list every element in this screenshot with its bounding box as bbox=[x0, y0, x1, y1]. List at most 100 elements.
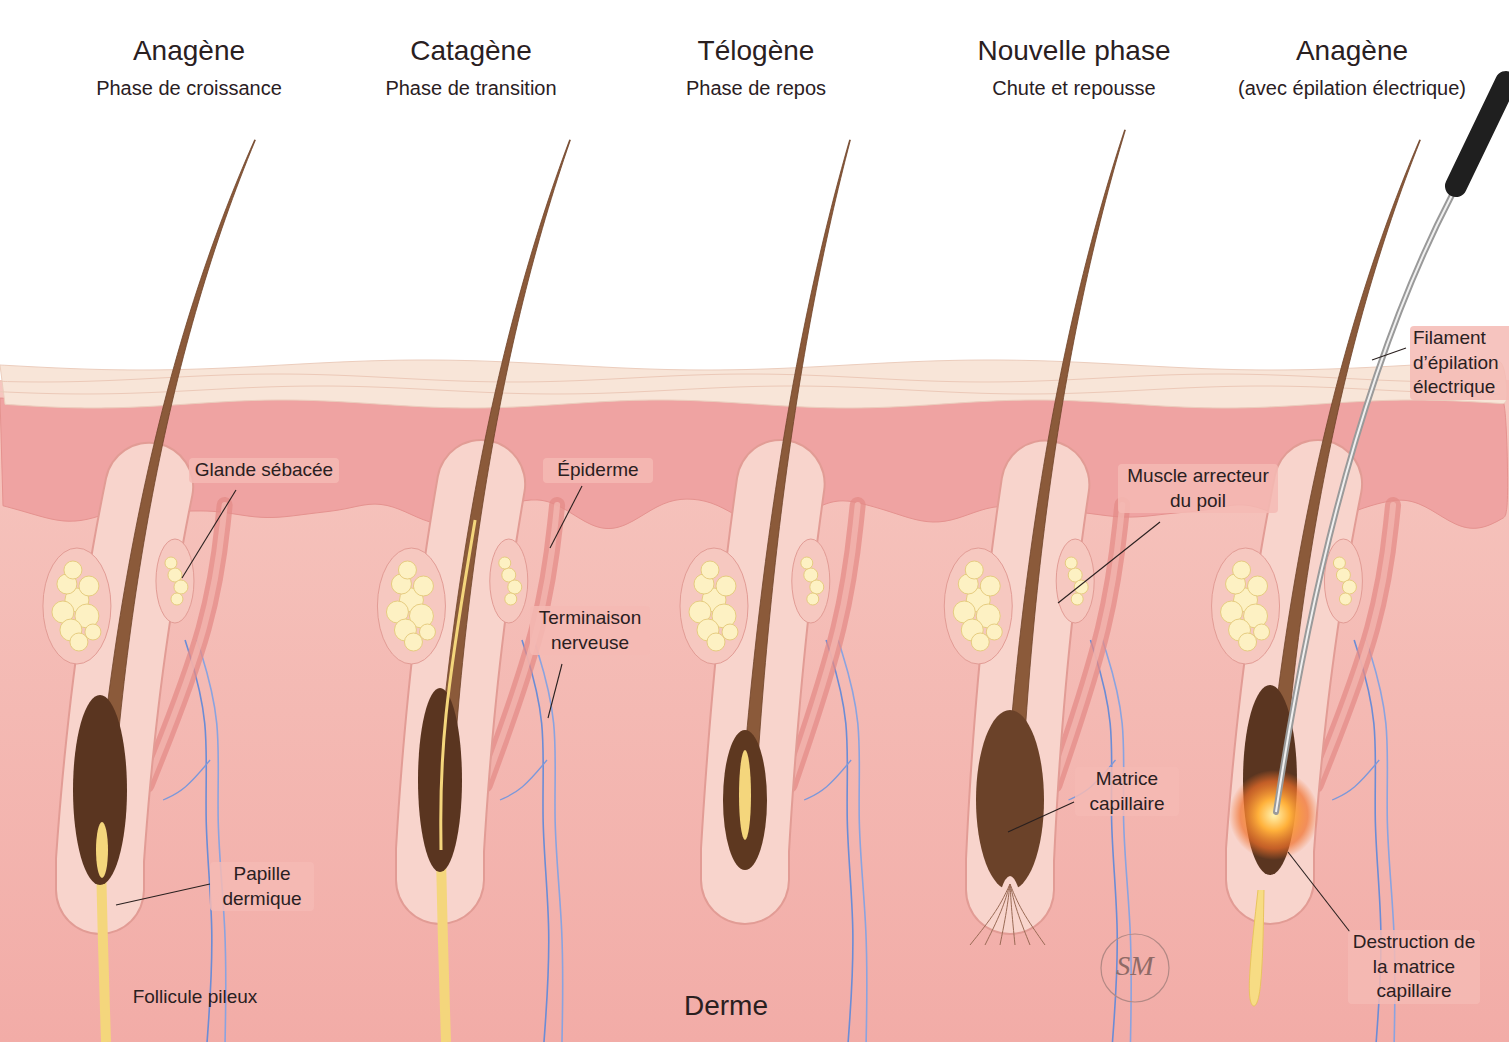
part-label: Destruction de la matrice capillaire bbox=[1348, 930, 1480, 1004]
dermal-papilla bbox=[96, 822, 108, 878]
gland-pouch bbox=[156, 539, 194, 623]
root-fiber bbox=[970, 884, 1010, 945]
nerve-fiber bbox=[1102, 640, 1131, 1042]
sebaceous-lobe bbox=[79, 576, 99, 596]
leader-line bbox=[550, 486, 582, 548]
gland-pouch bbox=[792, 539, 830, 623]
phase-title: Télogène bbox=[626, 33, 886, 69]
hair-shaft bbox=[739, 140, 851, 834]
part-label: Papille dermique bbox=[210, 862, 314, 911]
root-fiber bbox=[985, 884, 1010, 945]
sebaceous-lobe bbox=[1233, 561, 1251, 579]
sebaceous-lobe bbox=[1342, 580, 1356, 594]
part-label: Filament d’épilation électrique bbox=[1410, 326, 1509, 400]
skin-line bbox=[0, 386, 1500, 394]
gland-pouch bbox=[43, 548, 111, 664]
phase-subtitle: Phase de transition bbox=[341, 75, 601, 101]
electric-glow bbox=[1229, 770, 1319, 860]
phase-subtitle: (avec épilation électrique) bbox=[1207, 75, 1497, 101]
nerve-branch bbox=[163, 760, 210, 800]
phase-title: Anagène bbox=[59, 33, 319, 69]
sebaceous-lobe bbox=[404, 633, 422, 651]
gland-pouch bbox=[1324, 539, 1362, 623]
leader-line bbox=[1288, 852, 1350, 932]
phase-title: Catagène bbox=[341, 33, 601, 69]
nerve-fiber bbox=[534, 640, 563, 1042]
part-label: Épiderme bbox=[543, 458, 653, 483]
sebaceous-lobe bbox=[419, 624, 435, 640]
gland-pouch bbox=[680, 548, 748, 664]
gland-pouch bbox=[944, 548, 1012, 664]
sebaceous-lobe bbox=[965, 561, 983, 579]
watermark-ring bbox=[1101, 934, 1169, 1002]
leader-lines bbox=[116, 348, 1406, 932]
gland-pouch bbox=[1056, 539, 1094, 623]
part-label: Muscle arrecteur du poil bbox=[1118, 464, 1278, 513]
sebaceous-lobe bbox=[1339, 593, 1351, 605]
phase-title: Nouvelle phase bbox=[944, 33, 1204, 69]
papilla-core bbox=[441, 520, 475, 850]
nerve-fiber bbox=[522, 640, 549, 1042]
part-label: Follicule pileux bbox=[115, 985, 275, 1010]
root-fiber bbox=[1010, 884, 1030, 945]
nerve-branch bbox=[804, 760, 851, 800]
sebaceous-lobe bbox=[505, 593, 517, 605]
sebaceous-lobe bbox=[1333, 557, 1345, 569]
probe-wire bbox=[1276, 195, 1452, 812]
sebaceous-lobe bbox=[1239, 633, 1257, 651]
part-label: Matrice capillaire bbox=[1075, 767, 1179, 816]
follicle-new bbox=[944, 130, 1131, 1042]
sebaceous-lobe bbox=[64, 561, 82, 579]
leader-line bbox=[548, 664, 562, 718]
nerve-fiber bbox=[826, 640, 853, 1042]
sebaceous-lobe bbox=[707, 633, 725, 651]
sebaceous-lobe bbox=[971, 633, 989, 651]
root-fiber bbox=[1010, 884, 1045, 945]
watermark: SM bbox=[1105, 948, 1165, 984]
sebaceous-lobe bbox=[413, 576, 433, 596]
sebaceous-lobe bbox=[810, 580, 824, 594]
nerve-branch bbox=[1332, 760, 1379, 800]
region-label: Derme bbox=[666, 988, 786, 1024]
sebaceous-lobe bbox=[807, 593, 819, 605]
leader-line bbox=[1372, 348, 1406, 360]
club-hair bbox=[723, 730, 767, 870]
sebaceous-lobe bbox=[165, 557, 177, 569]
sebaceous-lobe bbox=[499, 557, 511, 569]
nerve-fiber bbox=[838, 640, 867, 1042]
sebaceous-lobe bbox=[986, 624, 1002, 640]
gland-pouch bbox=[377, 548, 445, 664]
probe-wire-sheen bbox=[1276, 195, 1452, 812]
nerve-fiber bbox=[197, 640, 226, 1042]
follicle-catagen bbox=[377, 140, 570, 1042]
phase-subtitle: Chute et repousse bbox=[944, 75, 1204, 101]
phase-subtitle: Phase de croissance bbox=[59, 75, 319, 101]
sebaceous-lobe bbox=[716, 576, 736, 596]
nerve-branch bbox=[500, 760, 547, 800]
sebaceous-lobe bbox=[85, 624, 101, 640]
hair-bulb bbox=[976, 710, 1044, 890]
leader-line bbox=[182, 490, 236, 578]
club-core bbox=[739, 750, 751, 840]
root-fiber bbox=[1000, 884, 1010, 945]
sebaceous-lobe bbox=[174, 580, 188, 594]
sebaceous-lobe bbox=[508, 580, 522, 594]
leader-line bbox=[1008, 802, 1074, 832]
follicle-telogen bbox=[680, 140, 867, 1042]
leader-line bbox=[1058, 522, 1160, 603]
sebaceous-lobe bbox=[1254, 624, 1270, 640]
sebaceous-lobe bbox=[1071, 593, 1083, 605]
stratum-corneum bbox=[0, 360, 1507, 408]
sebaceous-lobe bbox=[722, 624, 738, 640]
sebaceous-lobe bbox=[398, 561, 416, 579]
phase-title: Anagène bbox=[1222, 33, 1482, 69]
sebaceous-lobe bbox=[701, 561, 719, 579]
part-label: Terminaison nerveuse bbox=[530, 606, 650, 655]
nerve-fiber bbox=[185, 640, 212, 1042]
hair-bulb bbox=[73, 695, 127, 885]
skin-line bbox=[0, 374, 1500, 382]
sebaceous-lobe bbox=[1248, 576, 1268, 596]
sebaceous-lobe bbox=[980, 576, 1000, 596]
sebaceous-lobe bbox=[1065, 557, 1077, 569]
